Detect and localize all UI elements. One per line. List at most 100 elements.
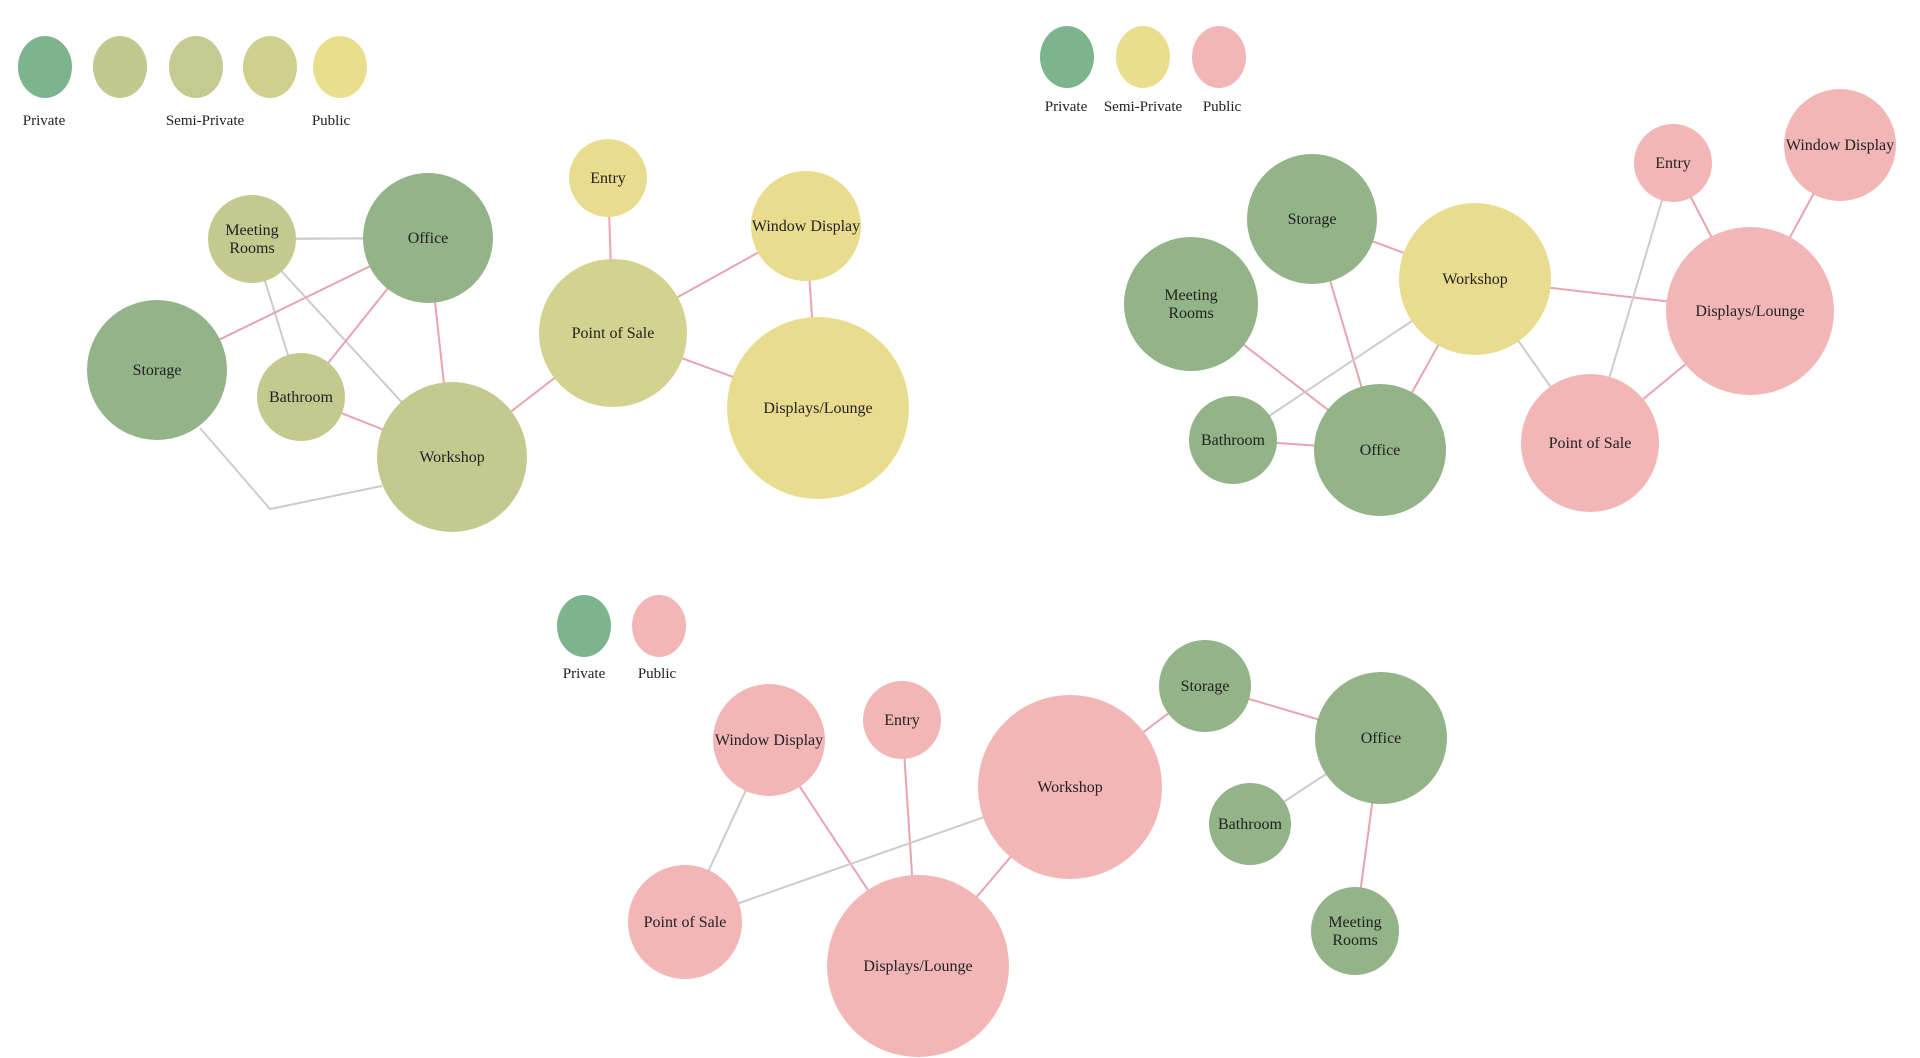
diagram-2-legend-label-3: Public [1203,99,1242,115]
label-d2-entry: Entry [1655,155,1691,172]
bubble-d3-meeting [1311,887,1399,975]
diagram-2-legend-swatch-1 [1040,26,1094,88]
label-d2-window: Window Display [1786,137,1894,154]
node-d2-storage: Storage [1247,154,1377,284]
diagram-1-legend-swatch-2 [93,36,147,98]
node-d2-entry: Entry [1634,124,1712,202]
node-d3-entry: Entry [863,681,941,759]
node-d3-window: Window Display [713,684,825,796]
bubble-d3-workshop [978,695,1162,879]
label-d1-window: Window Display [752,218,860,235]
diagram-1-legend-label-1: Private [23,113,66,129]
bubble-d1-bathroom [257,353,345,441]
diagram-2-legend-label-1: Private [1045,99,1088,115]
label-d3-meeting-line-2: Rooms [1332,932,1377,949]
bubble-d1-entry [569,139,647,217]
bubble-d3-office [1315,672,1447,804]
label-d3-displays: Displays/Lounge [863,958,972,975]
bubble-d1-workshop [377,382,527,532]
node-d1-workshop: Workshop [377,382,527,532]
node-d1-pos: Point of Sale [539,259,687,407]
diagram-2-legend-label-2: Semi-Private [1104,99,1183,115]
bubble-d2-storage [1247,154,1377,284]
label-d3-window: Window Display [715,732,823,749]
diagram-3-legend-swatch-2 [632,595,686,657]
node-d1-displays: Displays/Lounge [727,317,909,499]
node-d3-pos: Point of Sale [628,865,742,979]
label-d3-office: Office [1361,730,1402,747]
diagram-1-legend-swatch-5 [313,36,367,98]
diagram-2-legend-swatch-3 [1192,26,1246,88]
label-d2-pos: Point of Sale [1549,435,1632,452]
label-d3-entry: Entry [884,712,920,729]
node-d1-entry: Entry [569,139,647,217]
node-d1-window: Window Display [751,171,861,281]
bubble-d3-entry [863,681,941,759]
bubble-d1-window [751,171,861,281]
bubble-d1-meeting [208,195,296,283]
diagram-2-legend-swatch-2 [1116,26,1170,88]
link-d1-storage-workshop [199,427,383,511]
label-d1-meeting-line-2: Rooms [229,240,274,257]
bubble-d3-storage [1159,640,1251,732]
label-d1-meeting-line-1: Meeting [225,222,278,239]
label-d1-workshop: Workshop [419,449,484,466]
label-d3-storage: Storage [1181,678,1230,695]
label-d2-meeting-line-2: Rooms [1168,305,1213,322]
node-d2-workshop: Workshop [1399,203,1551,355]
label-d1-storage: Storage [133,362,182,379]
bubble-d2-pos [1521,374,1659,512]
diagram-1-legend-label-3: Semi-Private [166,113,245,129]
diagram-1-legend-swatch-4 [243,36,297,98]
bubble-d1-displays [727,317,909,499]
bubble-d2-workshop [1399,203,1551,355]
node-d3-office: Office [1315,672,1447,804]
label-d1-pos: Point of Sale [572,325,655,342]
node-d3-workshop: Workshop [978,695,1162,879]
label-d2-meeting-line-1: Meeting [1164,287,1217,304]
label-d2-bathroom: Bathroom [1201,432,1266,449]
diagram-1-legend-swatch-3 [169,36,223,98]
bubble-d3-bathroom [1209,783,1291,865]
diagram-3-legend-swatch-1 [557,595,611,657]
node-d3-displays: Displays/Lounge [827,875,1009,1057]
bubble-d3-window [713,684,825,796]
bubble-d2-entry [1634,124,1712,202]
bubble-d3-pos [628,865,742,979]
label-d1-entry: Entry [590,170,626,187]
diagram-3-legend-label-1: Private [563,666,606,682]
label-d3-meeting-line-1: Meeting [1328,914,1381,931]
bubble-d2-displays [1666,227,1834,395]
bubble-d2-office [1314,384,1446,516]
node-d1-storage: Storage [87,300,227,440]
bubble-d1-office [363,173,493,303]
bubble-d3-displays [827,875,1009,1057]
label-d2-office: Office [1360,442,1401,459]
label-d3-bathroom: Bathroom [1218,816,1283,833]
diagram-1-legend-swatch-1 [18,36,72,98]
node-d2-bathroom: Bathroom [1189,396,1277,484]
node-d3-bathroom: Bathroom [1209,783,1291,865]
diagram-2-legend: Private Semi-Private Public [1040,26,1246,115]
label-d1-bathroom: Bathroom [269,389,334,406]
label-d2-storage: Storage [1288,211,1337,228]
node-d1-bathroom: Bathroom [257,353,345,441]
bubble-d2-bathroom [1189,396,1277,484]
node-d3-storage: Storage [1159,640,1251,732]
bubble-d2-meeting [1124,237,1258,371]
node-d2-window: Window Display [1784,89,1896,201]
bubble-d1-storage [87,300,227,440]
node-d2-pos: Point of Sale [1521,374,1659,512]
label-d3-workshop: Workshop [1037,779,1102,796]
label-d2-displays: Displays/Lounge [1695,303,1804,320]
